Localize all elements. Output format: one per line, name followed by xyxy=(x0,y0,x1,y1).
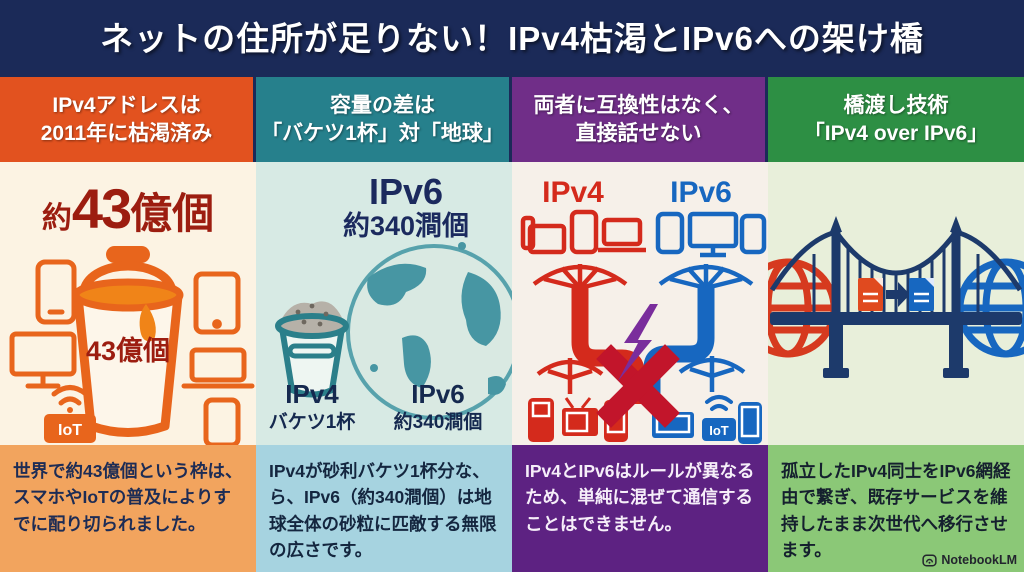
headline-prefix: 約 xyxy=(41,202,72,235)
iot-label: IoT xyxy=(709,423,729,438)
desk-phone-icon xyxy=(527,223,567,255)
column2-header-line2: 「バケツ1杯」対「地球」 xyxy=(261,121,504,145)
monitor-icon xyxy=(687,211,739,249)
laptop-icon xyxy=(601,217,643,247)
tablet-icon xyxy=(738,402,762,444)
iot-device-icon xyxy=(702,418,736,441)
column1-header-line2: 2011年に枯渇済み xyxy=(40,121,213,145)
bucket-caption-sub: バケツ1杯 xyxy=(268,411,356,433)
bucket-caption-title: IPv4 xyxy=(285,379,339,409)
iot-label: IoT xyxy=(58,422,82,439)
column3-header-line2: 直接話せない xyxy=(575,121,702,145)
packet-translation-icon xyxy=(858,278,934,311)
bucket-caption: IPv4 バケツ1杯 xyxy=(256,378,368,434)
tablet-icon xyxy=(193,271,241,335)
iot-device-icon: IoT xyxy=(44,385,96,443)
smartphone-icon xyxy=(569,209,599,255)
column4-footer: 孤立したIPv4同士をIPv6網経由で繋ぎ、既存サービスを維持したまま次世代へ移… xyxy=(768,445,1024,572)
incompatible-x-icon xyxy=(596,344,680,428)
globe-caption: IPv6 約340澗個 xyxy=(368,378,508,434)
overflowing-bucket-icon: 43億個 xyxy=(72,246,184,437)
bridge-illustration xyxy=(768,216,1024,378)
column2-illustration-area: IPv6 約340澗個 IPv4 バケツ1杯 IPv6 約340澗個 xyxy=(256,162,512,445)
column1-header: IPv4アドレスは 2011年に枯渇済み xyxy=(0,72,256,162)
ipv6-count-headline: IPv6 約340澗個 xyxy=(300,172,512,241)
column3-header: 両者に互換性はなく、 直接話せない xyxy=(512,72,768,162)
arrow-right-icon xyxy=(886,282,910,307)
smartphone-icon xyxy=(655,211,685,255)
notebooklm-label: NotebookLM xyxy=(941,553,1017,568)
column3-illustration-area: IoT IPv4 IPv6 xyxy=(512,162,768,445)
notebooklm-logo-icon xyxy=(922,554,937,567)
globe-caption-sub: 約340澗個 xyxy=(393,411,483,433)
ipv4-bucket-illustration: 43億個 IoT xyxy=(9,246,255,445)
column-container: IPv4アドレスは 2011年に枯渇済み xyxy=(0,72,1024,572)
capacity-illustration xyxy=(275,242,512,420)
column4-header-line2: 「IPv4 over IPv6」 xyxy=(803,121,989,145)
ipv4-globe-icon xyxy=(768,258,838,358)
ipv6-label: IPv6 xyxy=(670,176,732,209)
column4-body-text: 孤立したIPv4同士をIPv6網経由で繋ぎ、既存サービスを維持したまま次世代へ移… xyxy=(781,461,1011,560)
suspension-bridge-icon xyxy=(769,216,1023,378)
column3-header-line1: 両者に互換性はなく、 xyxy=(533,94,744,118)
column2-body-text: IPv4が砂利バケツ1杯分な、ら、IPv6（約340澗個）は地球全体の砂粒に匹敵… xyxy=(269,461,497,560)
headline-sub: 約340澗個 xyxy=(342,210,470,241)
monitor-icon xyxy=(9,331,77,377)
column-bridge-technology: 橋渡し技術 「IPv4 over IPv6」 xyxy=(768,72,1024,572)
column2-header: 容量の差は 「バケツ1杯」対「地球」 xyxy=(256,72,512,162)
ipv4-label: IPv4 xyxy=(542,176,604,209)
page-title: ネットの住所が足りない！IPv4枯渇とIPv6への架け橋 xyxy=(100,20,924,57)
laptop-icon xyxy=(189,347,247,383)
tv-icon xyxy=(562,408,598,436)
lightning-bolt-icon xyxy=(618,304,658,381)
column2-footer: IPv4が砂利バケツ1杯分な、ら、IPv6（約340澗個）は地球全体の砂粒に匹敵… xyxy=(256,445,512,572)
tablet-icon xyxy=(739,213,767,255)
title-bar: ネットの住所が足りない！IPv4枯渇とIPv6への架け橋 xyxy=(0,0,1024,72)
column1-body-text: 世界で約43億個という枠は、スマホやIoTの普及によりすでに配り切られました。 xyxy=(13,461,243,534)
notebooklm-watermark: NotebookLM xyxy=(922,553,1017,568)
column2-header-line1: 容量の差は xyxy=(330,94,435,118)
column-ipv4-exhaustion: IPv4アドレスは 2011年に枯渇済み xyxy=(0,72,256,572)
phone-icon xyxy=(203,397,241,445)
column3-body-text: IPv4とIPv6はルールが異なるため、単純に混ぜて通信することはできません。 xyxy=(525,461,755,534)
earth-globe-icon xyxy=(346,242,512,420)
headline-title: IPv6 xyxy=(368,171,444,212)
column1-header-line1: IPv4アドレスは xyxy=(52,94,201,118)
column4-header: 橋渡し技術 「IPv4 over IPv6」 xyxy=(768,72,1024,162)
column3-footer: IPv4とIPv6はルールが異なるため、単純に混ぜて通信することはできません。 xyxy=(512,445,768,572)
incompatibility-illustration: IoT xyxy=(520,209,767,444)
column-incompatibility: 両者に互換性はなく、 直接話せない xyxy=(512,72,768,572)
ipv4-count-headline: 約43億個 xyxy=(0,176,256,241)
column-capacity-comparison: 容量の差は 「バケツ1杯」対「地球」 xyxy=(256,72,512,572)
bucket-count-label: 43億個 xyxy=(86,336,170,366)
globe-caption-title: IPv6 xyxy=(411,379,465,409)
column1-illustration-area: 43億個 IoT 約43億個 xyxy=(0,162,256,445)
gravel-bucket-icon xyxy=(275,301,349,398)
feature-phone-icon xyxy=(528,398,554,442)
headline-number: 43 xyxy=(71,177,132,240)
headline-suffix: 億個 xyxy=(130,190,215,237)
ipv4-network-illustration xyxy=(520,209,646,442)
ipv6-globe-icon xyxy=(956,258,1024,358)
column4-header-line1: 橋渡し技術 xyxy=(843,94,949,118)
column4-illustration-area xyxy=(768,162,1024,445)
column1-footer: 世界で約43億個という枠は、スマホやIoTの普及によりすでに配り切られました。 xyxy=(0,445,256,572)
